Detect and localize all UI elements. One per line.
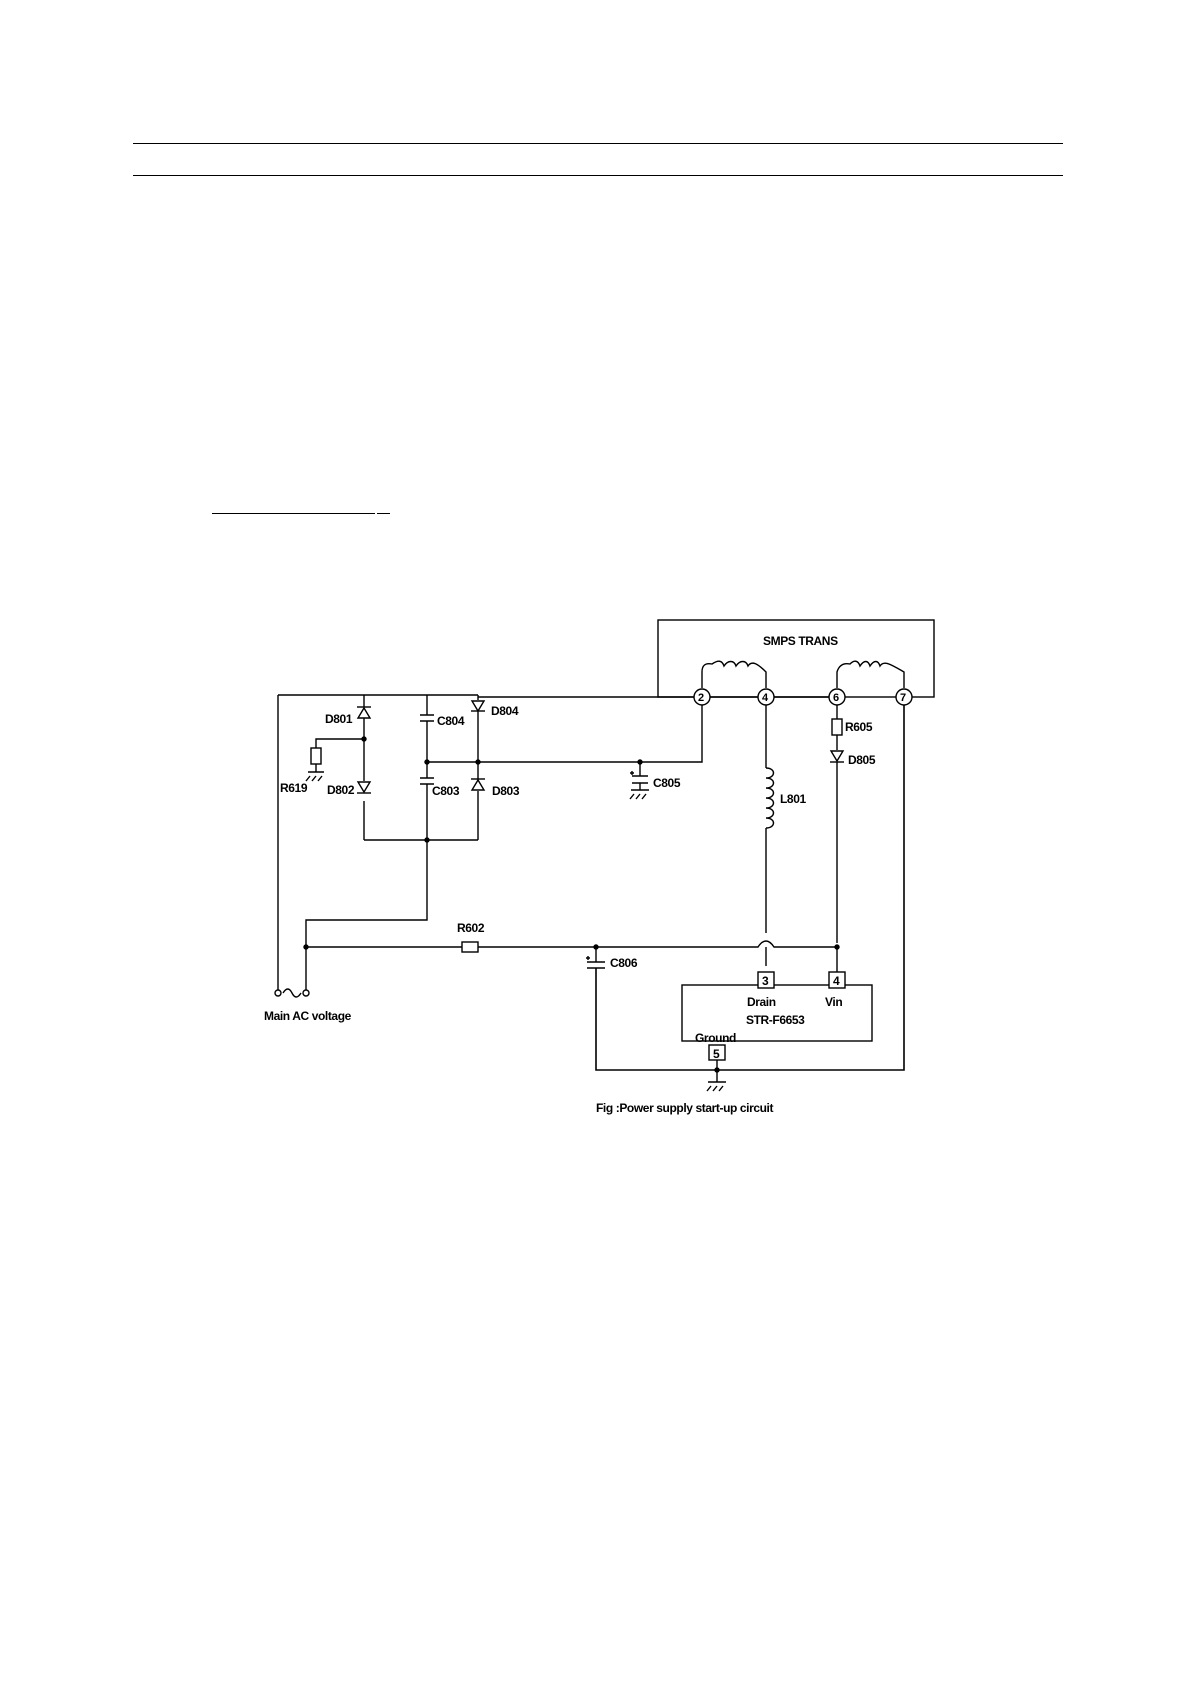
transformer-pin-4: 4 xyxy=(757,688,775,706)
transformer-pin-6: 6 xyxy=(828,688,846,706)
header-rule-bottom xyxy=(133,175,1063,176)
source-label: Main AC voltage xyxy=(264,1009,352,1023)
ic-pin-3-number: 3 xyxy=(762,974,769,988)
transformer-pin-7: 7 xyxy=(895,688,913,706)
dc-bus-wire xyxy=(427,705,703,763)
figure-caption: Fig :Power supply start-up circuit xyxy=(596,1101,773,1115)
label-d802: D802 xyxy=(327,783,355,797)
diode-d805 xyxy=(829,750,845,763)
resistor-r619 xyxy=(310,747,322,765)
label-c805: C805 xyxy=(653,776,681,790)
ic-vin-label: Vin xyxy=(825,995,842,1009)
resistor-r602 xyxy=(461,941,479,953)
ic-pin-4-number: 4 xyxy=(833,974,840,988)
svg-text:6: 6 xyxy=(833,692,839,704)
label-r602: R602 xyxy=(457,921,485,935)
svg-text:4: 4 xyxy=(762,692,769,704)
top-bus-wire xyxy=(278,694,829,698)
bridge-rectifier: D801 D802 R619 C804 C803 D804 D803 xyxy=(280,695,520,843)
label-r605: R605 xyxy=(845,720,873,734)
ic-drain-label: Drain xyxy=(747,995,776,1009)
ground-wire xyxy=(706,1060,726,1092)
diode-d803 xyxy=(470,778,486,791)
section-heading-underline-end xyxy=(377,513,390,514)
svg-text:7: 7 xyxy=(900,692,906,704)
svg-text:2: 2 xyxy=(698,692,704,704)
label-c803: C803 xyxy=(432,784,460,798)
resistor-r605 xyxy=(831,718,843,736)
diode-d802 xyxy=(356,781,372,794)
inductor-l801 xyxy=(765,705,775,933)
capacitor-c803 xyxy=(420,777,434,785)
capacitor-c806 xyxy=(586,705,905,1071)
transformer-pin-2: 2 xyxy=(693,688,711,706)
ac-source xyxy=(274,695,428,998)
diode-d801 xyxy=(356,706,372,727)
label-c806: C806 xyxy=(610,956,638,970)
ic-str-f6653: 3 4 Drain Vin STR-F6653 Ground 5 xyxy=(681,971,873,1061)
label-l801: L801 xyxy=(780,792,806,806)
label-d805: D805 xyxy=(848,753,876,767)
ic-name: STR-F6653 xyxy=(746,1013,805,1027)
header-rule-top xyxy=(133,143,1063,144)
label-r619: R619 xyxy=(280,781,308,795)
label-d803: D803 xyxy=(492,784,520,798)
capacitor-c805 xyxy=(629,759,649,800)
ic-ground-label: Ground xyxy=(695,1031,736,1045)
transformer-label: SMPS TRANS xyxy=(763,634,838,648)
smps-transformer: SMPS TRANS 2 4 6 7 xyxy=(657,619,935,706)
diode-d804 xyxy=(470,700,486,713)
label-c804: C804 xyxy=(437,714,465,728)
startup-wire xyxy=(306,940,837,948)
section-heading-underline xyxy=(212,513,375,514)
label-d801: D801 xyxy=(325,712,353,726)
label-d804: D804 xyxy=(491,704,519,718)
ic-pin-5-number: 5 xyxy=(713,1047,720,1061)
capacitor-c804 xyxy=(420,714,434,722)
